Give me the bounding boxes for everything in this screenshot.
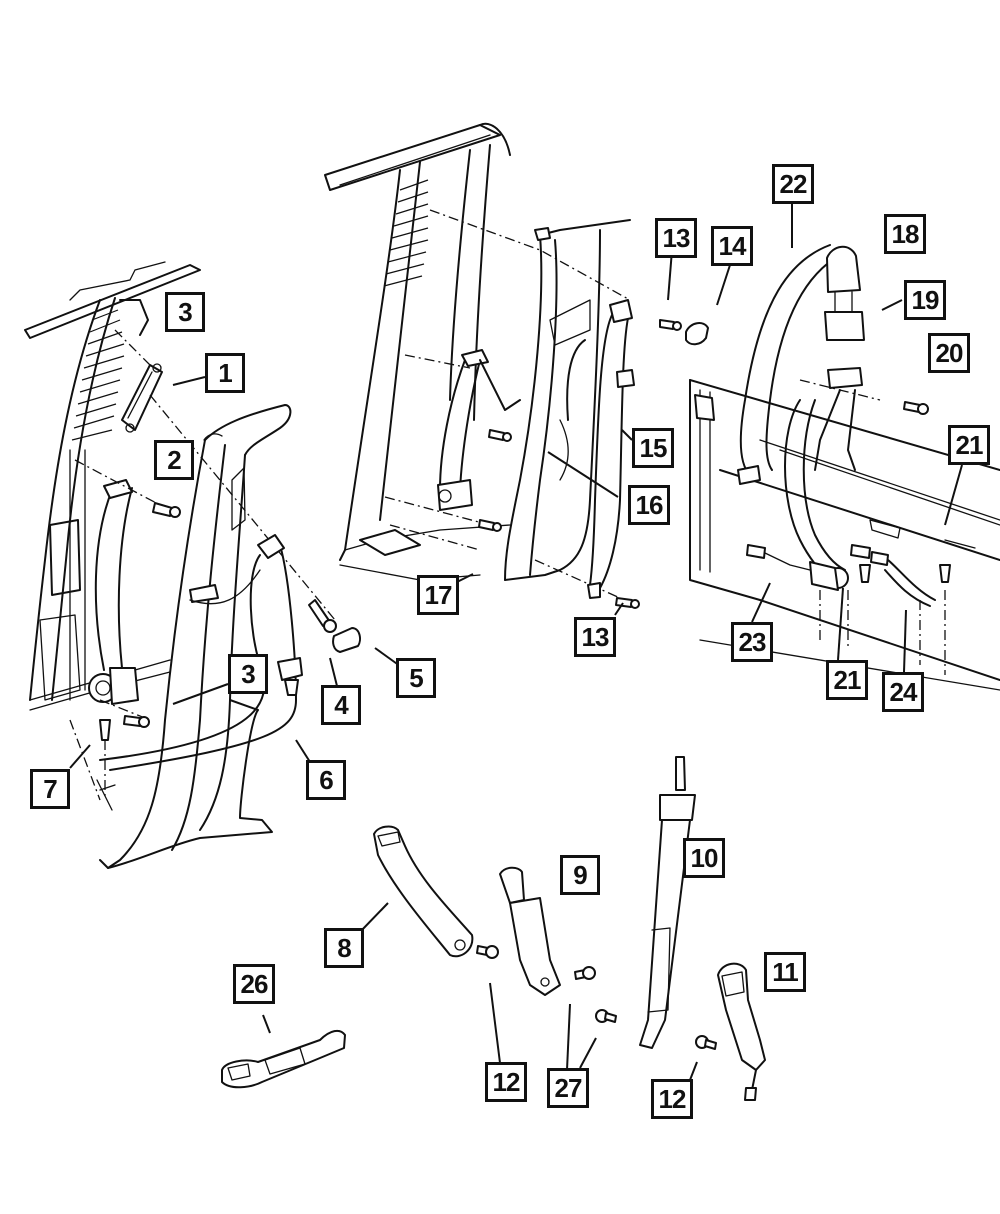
callout-2: 2 — [154, 440, 194, 480]
height-adjuster-bolt — [308, 599, 337, 633]
callout-21-lower: 21 — [826, 660, 868, 700]
callout-8: 8 — [324, 928, 364, 968]
callout-19: 19 — [904, 280, 946, 320]
buckle-strap-10 — [639, 756, 696, 1049]
callout-27: 27 — [547, 1068, 589, 1108]
callout-18: 18 — [884, 214, 926, 254]
callout-20: 20 — [928, 333, 970, 373]
rear-belt-22 — [737, 244, 841, 485]
callout-24: 24 — [882, 672, 924, 712]
callout-6: 6 — [306, 760, 346, 800]
callout-3-upper: 3 — [165, 292, 205, 332]
callout-15: 15 — [632, 428, 674, 468]
callout-17: 17 — [417, 575, 459, 615]
bolt — [488, 429, 512, 442]
bolt-12 — [476, 945, 499, 959]
callout-16: 16 — [628, 485, 670, 525]
rear-buckle-24 — [850, 544, 936, 607]
callout-3-lower: 3 — [228, 654, 268, 694]
buckle-9 — [499, 866, 561, 996]
bolt-13 — [659, 319, 682, 331]
callout-14: 14 — [711, 226, 753, 266]
callout-13-lower: 13 — [574, 617, 616, 657]
anchor-cover-14 — [685, 322, 709, 346]
rear-belt-guide-19 — [814, 245, 865, 471]
buckle-extender-26 — [221, 1029, 346, 1089]
bolt-20 — [903, 401, 929, 415]
bolt — [478, 519, 502, 532]
buckle-8 — [373, 825, 474, 958]
callout-12-right: 12 — [651, 1079, 693, 1119]
callout-22: 22 — [772, 164, 814, 204]
callout-10: 10 — [683, 838, 725, 878]
d-ring-cover — [332, 627, 361, 653]
buckle-11 — [717, 962, 766, 1101]
center-pillar-body — [324, 122, 521, 581]
bolt-12b — [695, 1035, 717, 1050]
callout-11: 11 — [764, 952, 806, 992]
callout-23: 23 — [731, 622, 773, 662]
callout-26: 26 — [233, 964, 275, 1004]
bolt-13-lower — [615, 597, 640, 609]
callout-4: 4 — [321, 685, 361, 725]
center-b-pillar-trim — [504, 219, 631, 581]
left-belt-guide — [121, 363, 163, 433]
front-shoulder-belt — [99, 534, 303, 771]
callout-9: 9 — [560, 855, 600, 895]
callout-1: 1 — [205, 353, 245, 393]
b-pillar-trim — [99, 404, 292, 869]
rear-retractor-23 — [746, 399, 849, 591]
bolt — [123, 715, 150, 728]
bolt — [152, 502, 181, 518]
bolt-27b — [595, 1009, 617, 1023]
left-pillar-body — [24, 261, 201, 711]
rear-fasteners — [799, 379, 951, 675]
callout-7: 7 — [30, 769, 70, 809]
callout-21-upper: 21 — [948, 425, 990, 465]
clip — [96, 719, 116, 811]
bolt-27a — [574, 966, 596, 980]
callout-13-upper: 13 — [655, 218, 697, 258]
callout-5: 5 — [396, 658, 436, 698]
callout-12-left: 12 — [485, 1062, 527, 1102]
